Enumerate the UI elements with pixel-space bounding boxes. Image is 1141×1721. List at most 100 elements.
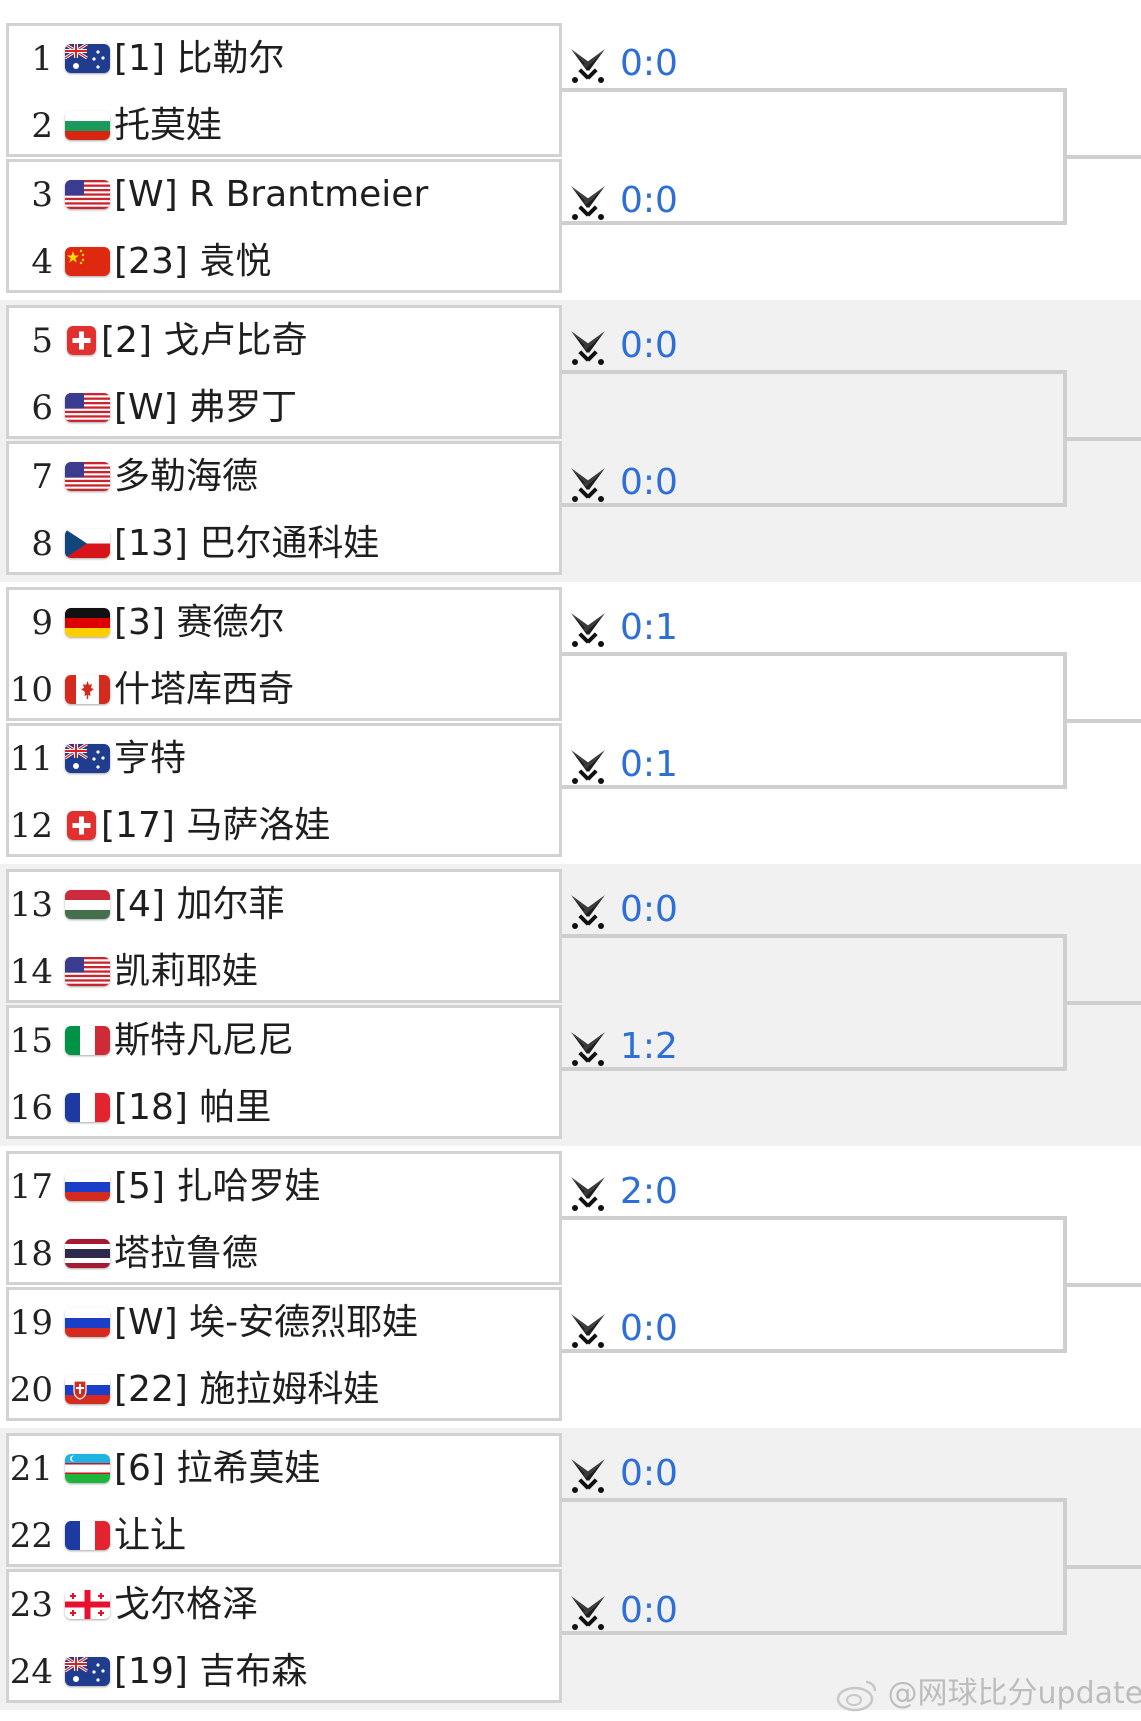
draw-position: 15	[9, 1021, 53, 1061]
player-name[interactable]: 斯特凡尼尼	[114, 1020, 295, 1061]
player-row[interactable]: 5 [2] 戈卢比奇	[9, 308, 559, 375]
draw-position: 19	[9, 1303, 53, 1343]
player-name[interactable]: [2] 戈卢比奇	[101, 320, 308, 361]
flag-bg-icon	[65, 111, 110, 140]
bracket-connector	[562, 88, 1067, 225]
player-row[interactable]: 13[4] 加尔菲	[9, 872, 559, 939]
match-box[interactable]: 3[W] R Brantmeier 4 [23] 袁悦	[6, 159, 562, 293]
player-name[interactable]: [18] 帕里	[114, 1087, 272, 1128]
player-row[interactable]: 20[22] 施拉姆科娃	[9, 1357, 559, 1424]
flag-uz-icon	[65, 1454, 110, 1483]
flag-hu-icon	[65, 890, 110, 919]
player-name[interactable]: [3] 赛德尔	[114, 602, 285, 643]
player-name[interactable]: [23] 袁悦	[114, 241, 272, 282]
draw-position: 7	[31, 457, 53, 497]
player-name[interactable]: [W] 弗罗丁	[114, 387, 298, 428]
bracket-connector	[562, 370, 1067, 507]
score-value: 0:1	[620, 607, 678, 648]
player-row[interactable]: 18 塔拉鲁德	[9, 1221, 559, 1288]
player-row[interactable]: 4 [23] 袁悦	[9, 229, 559, 296]
player-row[interactable]: 12[17] 马萨洛娃	[9, 793, 559, 860]
flag-au-icon	[65, 44, 110, 73]
draw-position: 4	[31, 242, 53, 282]
player-row[interactable]: 23 戈尔格泽	[9, 1572, 559, 1639]
player-row[interactable]: 9 [3] 赛德尔	[9, 590, 559, 657]
player-name[interactable]: 凯莉耶娃	[114, 951, 259, 992]
draw-position: 9	[31, 603, 53, 643]
match-box[interactable]: 15 斯特凡尼尼 16 [18] 帕里	[6, 1005, 562, 1139]
match-box[interactable]: 7 多勒海德 8[13] 巴尔通科娃	[6, 441, 562, 575]
score-value: 0:1	[620, 744, 678, 785]
player-row[interactable]: 2 托莫娃	[9, 93, 559, 160]
draw-position: 10	[9, 670, 53, 710]
flag-de-icon	[65, 608, 110, 637]
player-row[interactable]: 16 [18] 帕里	[9, 1075, 559, 1142]
weibo-icon	[836, 1680, 877, 1711]
player-name[interactable]: 多勒海德	[114, 456, 259, 497]
watermark-text: @网球比分update	[887, 1676, 1141, 1711]
player-name[interactable]: 什塔库西奇	[114, 669, 295, 710]
player-name[interactable]: [1] 比勒尔	[114, 38, 285, 79]
player-name[interactable]: [W] 埃-安德烈耶娃	[114, 1302, 419, 1343]
draw-position: 17	[9, 1167, 53, 1207]
player-row[interactable]: 22 让让	[9, 1503, 559, 1570]
flag-ca-icon	[65, 675, 110, 704]
draw-position: 23	[9, 1585, 53, 1625]
draw-position: 16	[9, 1088, 53, 1128]
player-name[interactable]: [4] 加尔菲	[114, 884, 285, 925]
player-row[interactable]: 15 斯特凡尼尼	[9, 1008, 559, 1075]
flag-cz-icon	[65, 529, 110, 558]
score-value: 0:0	[620, 1308, 678, 1349]
player-row[interactable]: 6[W] 弗罗丁	[9, 375, 559, 442]
player-row[interactable]: 10 什塔库西奇	[9, 657, 559, 724]
player-row[interactable]: 1 [1] 比勒尔	[9, 26, 559, 93]
match-box[interactable]: 1 [1] 比勒尔 2 托莫娃	[6, 23, 562, 157]
draw-position: 5	[31, 321, 53, 361]
match-box[interactable]: 19 [W] 埃-安德烈耶娃 20[22] 施拉姆科娃	[6, 1287, 562, 1421]
player-row[interactable]: 17 [5] 扎哈罗娃	[9, 1154, 559, 1221]
draw-position: 24	[9, 1652, 53, 1692]
draw-position: 2	[31, 106, 53, 146]
player-row[interactable]: 21[6] 拉希莫娃	[9, 1436, 559, 1503]
player-name[interactable]: 让让	[114, 1515, 187, 1556]
flag-au-icon	[65, 1657, 110, 1686]
draw-position: 22	[9, 1516, 53, 1556]
bracket-connector	[562, 1216, 1067, 1353]
flag-ru-icon	[65, 1172, 110, 1201]
score-value: 0:0	[620, 1590, 678, 1631]
match-box[interactable]: 11 亨特 12[17] 马萨洛娃	[6, 723, 562, 857]
player-name[interactable]: [13] 巴尔通科娃	[114, 523, 380, 564]
player-row[interactable]: 3[W] R Brantmeier	[9, 162, 559, 229]
flag-cn-icon	[65, 247, 110, 276]
player-name[interactable]: [19] 吉布森	[114, 1651, 308, 1692]
player-name[interactable]: 托莫娃	[114, 105, 223, 146]
player-name[interactable]: 戈尔格泽	[114, 1584, 259, 1625]
match-box[interactable]: 17 [5] 扎哈罗娃 18 塔拉鲁德	[6, 1151, 562, 1285]
player-name[interactable]: [5] 扎哈罗娃	[114, 1166, 321, 1207]
player-row[interactable]: 11 亨特	[9, 726, 559, 793]
player-name[interactable]: 塔拉鲁德	[114, 1233, 259, 1274]
score-value: 0:0	[620, 462, 678, 503]
draw-position: 11	[9, 739, 53, 779]
player-name[interactable]: 亨特	[114, 738, 187, 779]
player-row[interactable]: 7 多勒海德	[9, 444, 559, 511]
score-value: 1:2	[620, 1026, 678, 1067]
draw-position: 18	[9, 1234, 53, 1274]
player-row[interactable]: 19 [W] 埃-安德烈耶娃	[9, 1290, 559, 1357]
player-row[interactable]: 8[13] 巴尔通科娃	[9, 511, 559, 578]
player-name[interactable]: [W] R Brantmeier	[114, 174, 429, 215]
match-box[interactable]: 9 [3] 赛德尔 10 什塔库西奇	[6, 587, 562, 721]
player-name[interactable]: [6] 拉希莫娃	[114, 1448, 321, 1489]
player-name[interactable]: [22] 施拉姆科娃	[114, 1369, 380, 1410]
player-name[interactable]: [17] 马萨洛娃	[101, 805, 331, 846]
match-box[interactable]: 23 戈尔格泽 24 [19] 吉布森	[6, 1569, 562, 1703]
player-row[interactable]: 24 [19] 吉布森	[9, 1639, 559, 1706]
draw-position: 1	[31, 39, 53, 79]
flag-th-icon	[65, 1239, 110, 1268]
match-box[interactable]: 5 [2] 戈卢比奇 6[W] 弗罗丁	[6, 305, 562, 439]
match-box[interactable]: 21[6] 拉希莫娃 22 让让	[6, 1433, 562, 1567]
